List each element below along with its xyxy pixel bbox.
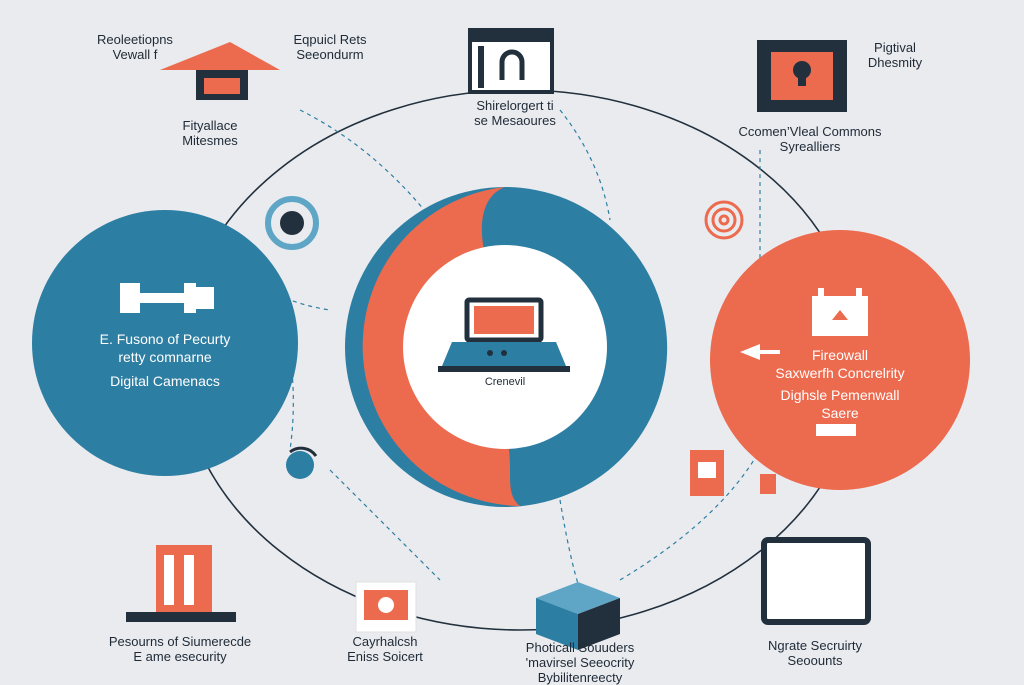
server-box-icon	[740, 288, 868, 436]
top-right-label-a: Pigtival Dhesmity	[867, 40, 923, 70]
laptop-icon	[438, 297, 570, 372]
top-right-label-b: Ccomen’Vleal Commons Syrealliers	[738, 124, 882, 154]
fingerprint-icon	[704, 200, 744, 240]
left-circle-line-2: retty comnarne	[118, 349, 212, 365]
bottom-label-4: Ngrate Secruirty Seoounts	[768, 638, 862, 668]
top-left-label-c: Fityallace Mitesmes	[182, 118, 238, 148]
magnifier-icon	[286, 446, 318, 479]
right-circle-line-1: Fireowall	[811, 347, 868, 363]
hub-label: Crenevil	[484, 376, 526, 388]
right-circle-line-4: Saere	[821, 405, 859, 421]
target-icon	[265, 196, 319, 250]
top-left-label-a: Reoleetiopns Vewall f	[97, 32, 173, 62]
bottom-label-3: Photicall Souuders 'mavirsel Seeocrity B…	[525, 640, 635, 685]
door-icon	[126, 545, 236, 622]
bottom-label-2: Cayrhalcsh Eniss Soicert	[347, 634, 423, 664]
top-left-label-b: Eqpuicl Rets Seeondurm	[293, 32, 367, 62]
right-circle	[710, 230, 970, 490]
left-circle	[32, 210, 298, 476]
bottom-label-1: Pesourns of Siumerecde E ame esecurity	[108, 634, 252, 664]
top-center-label: Shirelorgert ti se Mesaoures	[474, 98, 556, 128]
lock-tablet-icon	[757, 40, 847, 112]
left-circle-text: E. Fusono of Pecurty retty comnarne Digi…	[45, 330, 285, 390]
right-circle-text: Fireowall Saxwerfh Concrelrity Dighsle P…	[720, 346, 960, 422]
server-cube-icon	[536, 582, 620, 650]
left-circle-line-3: Digital Camenacs	[110, 373, 220, 389]
right-circle-line-2: Saxwerfh Concrelrity	[775, 365, 905, 381]
badge-icon	[690, 450, 776, 496]
browser-window-icon	[468, 28, 554, 94]
tablet-icon	[761, 537, 871, 625]
right-circle-line-3: Dighsle Pemenwall	[780, 387, 900, 403]
barbell-icon	[120, 283, 214, 313]
camera-icon	[355, 581, 417, 633]
left-circle-line-1: E. Fusono of Pecurty	[99, 331, 231, 347]
house-roof-icon	[160, 42, 280, 100]
